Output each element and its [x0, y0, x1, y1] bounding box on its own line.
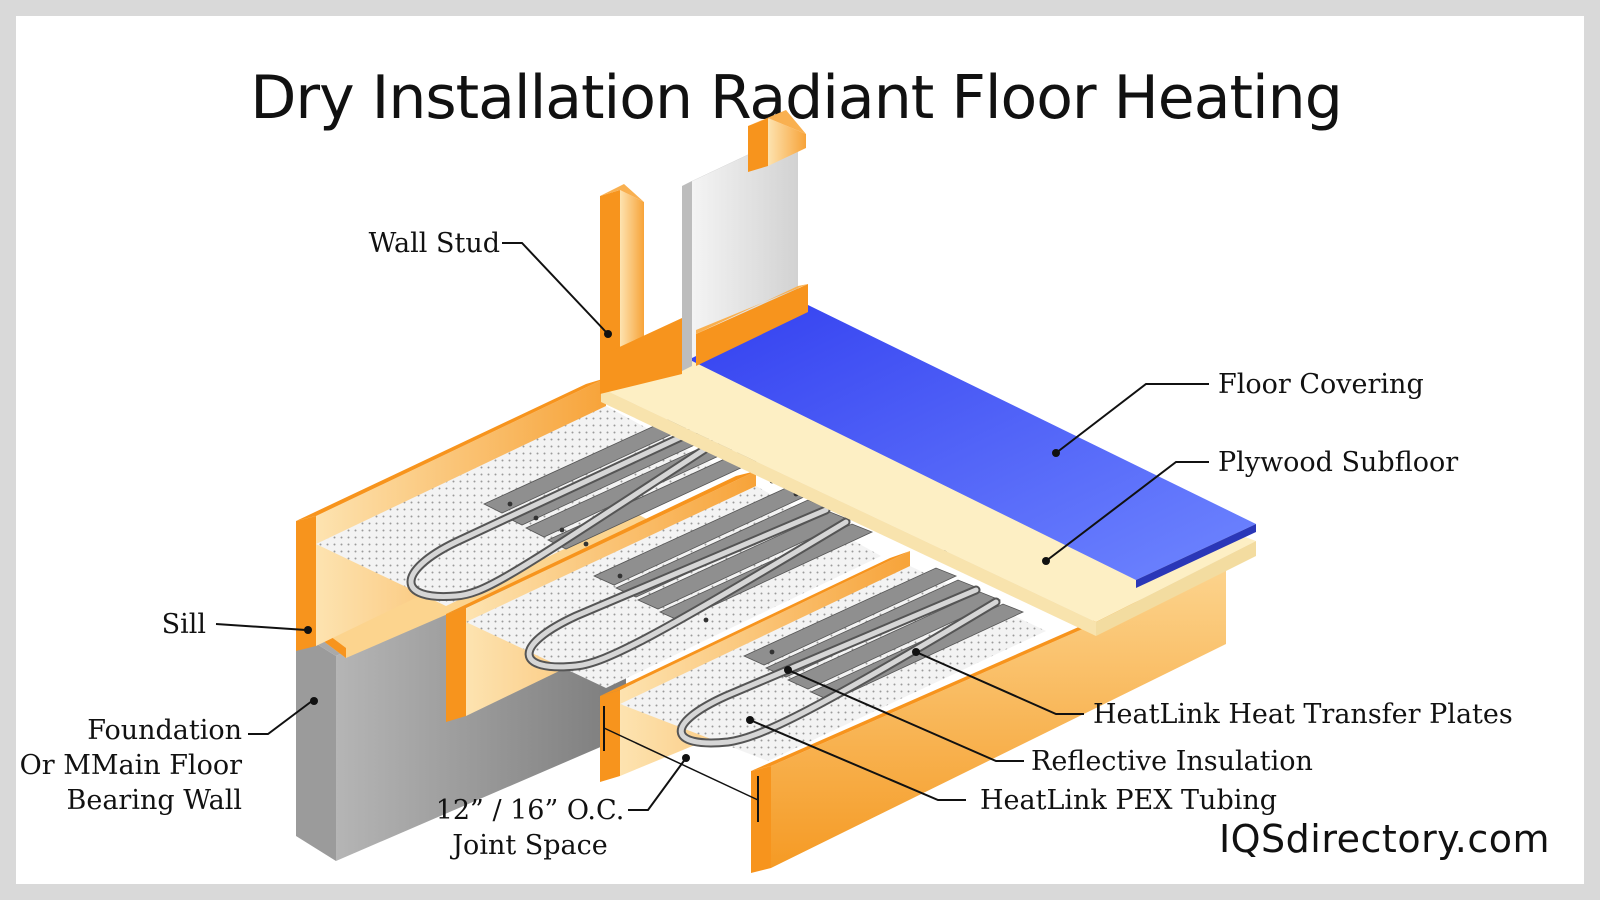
label-sill: Sill [162, 609, 206, 640]
label-pex-tubing: HeatLink PEX Tubing [980, 785, 1277, 816]
bottom-plate [600, 284, 808, 394]
pex-tubing [406, 425, 1001, 748]
label-floor-covering: Floor Covering [1218, 369, 1424, 400]
top-plate-stud [748, 110, 806, 172]
label-foundation-line1: Foundation [87, 715, 242, 746]
floor-heating-diagram: Dry Installation Radiant Floor Heating [20, 63, 1550, 873]
diagram-card: Dry Installation Radiant Floor Heating [16, 16, 1584, 884]
label-plywood-subfloor: Plywood Subfloor [1218, 447, 1458, 478]
floor-covering [686, 304, 1256, 588]
label-heat-transfer-plates: HeatLink Heat Transfer Plates [1093, 699, 1513, 730]
label-foundation-line3: Bearing Wall [67, 785, 243, 816]
label-joint-space-line2: Joint Space [449, 830, 608, 861]
label-wall-stud: Wall Stud [369, 228, 500, 259]
label-foundation-line2: Or MMain Floor [20, 750, 243, 781]
leader-lines [215, 242, 1209, 811]
wall-stud [600, 184, 644, 388]
label-joint-space-line1: 12” / 16” O.C. [436, 795, 625, 826]
diagram-title: Dry Installation Radiant Floor Heating [250, 63, 1342, 133]
label-reflective-insulation: Reflective Insulation [1031, 746, 1313, 777]
brand-watermark[interactable]: IQSdirectory.com [1219, 817, 1550, 861]
